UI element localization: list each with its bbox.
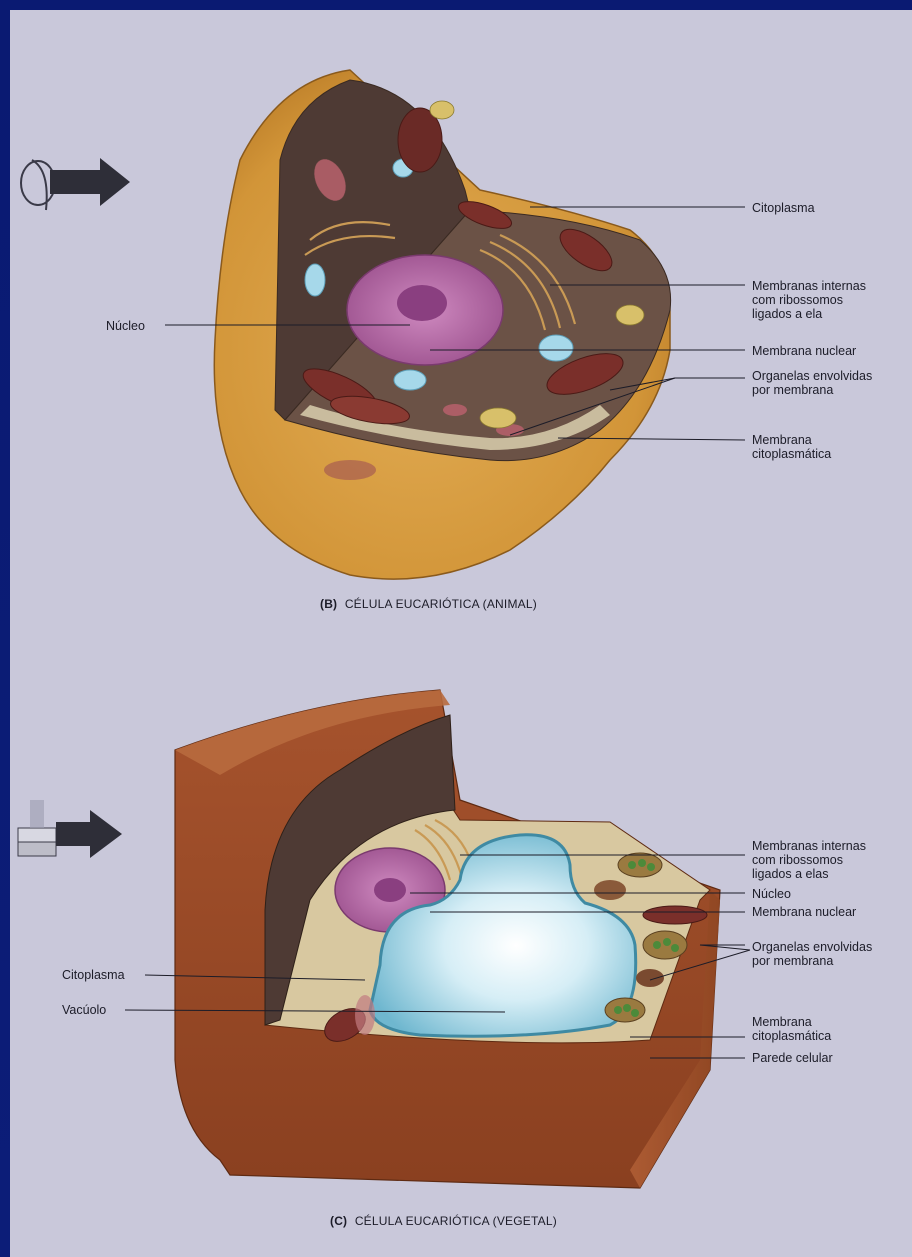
label-membrana-citoplasmatica-plant-1: Membrana (752, 1015, 812, 1029)
animal-cell-figure: Citoplasma Membranas internas com riboss… (21, 70, 872, 611)
caption-animal-prefix: (B) (320, 597, 337, 611)
caption-plant-text: CÉLULA EUCARIÓTICA (VEGETAL) (355, 1213, 557, 1228)
label-parede-celular: Parede celular (752, 1051, 833, 1065)
caption-animal: (B) CÉLULA EUCARIÓTICA (ANIMAL) (320, 596, 537, 611)
caption-plant: (C) CÉLULA EUCARIÓTICA (VEGETAL) (330, 1213, 557, 1228)
label-citoplasma-plant: Citoplasma (62, 968, 125, 982)
animal-nucleolus (397, 285, 447, 321)
label-membranas-internas-plant-1: Membranas internas (752, 839, 866, 853)
label-citoplasma-animal: Citoplasma (752, 201, 815, 215)
label-membranas-internas-2: com ribossomos (752, 293, 843, 307)
label-nucleo-plant: Núcleo (752, 887, 791, 901)
plant-cell-figure: Membranas internas com ribossomos ligado… (18, 690, 872, 1228)
label-membrana-citoplasmatica-plant-2: citoplasmática (752, 1029, 831, 1043)
label-organelas-plant-2: por membrana (752, 954, 833, 968)
cell-diagrams: Citoplasma Membranas internas com riboss… (10, 10, 912, 1257)
label-vacuolo: Vacúolo (62, 1003, 106, 1017)
label-membrana-nuclear-animal: Membrana nuclear (752, 344, 856, 358)
label-nucleo-animal: Núcleo (106, 319, 145, 333)
label-membrana-citoplasmatica-animal-2: citoplasmática (752, 447, 831, 461)
label-membranas-internas-3: ligados a ela (752, 307, 822, 321)
textbook-page: Citoplasma Membranas internas com riboss… (10, 10, 912, 1257)
label-membranas-internas-plant-2: com ribossomos (752, 853, 843, 867)
caption-animal-text: CÉLULA EUCARIÓTICA (ANIMAL) (345, 596, 537, 611)
label-organelas-animal-2: por membrana (752, 383, 833, 397)
label-organelas-animal-1: Organelas envolvidas (752, 369, 872, 383)
box-arrow-icon (18, 800, 122, 858)
label-membrana-nuclear-plant: Membrana nuclear (752, 905, 856, 919)
label-membrana-citoplasmatica-animal-1: Membrana (752, 433, 812, 447)
eye-arrow-icon (21, 158, 130, 210)
caption-plant-prefix: (C) (330, 1214, 347, 1228)
label-organelas-plant-1: Organelas envolvidas (752, 940, 872, 954)
label-membranas-internas-plant-3: ligados a elas (752, 867, 828, 881)
label-membranas-internas-1: Membranas internas (752, 279, 866, 293)
